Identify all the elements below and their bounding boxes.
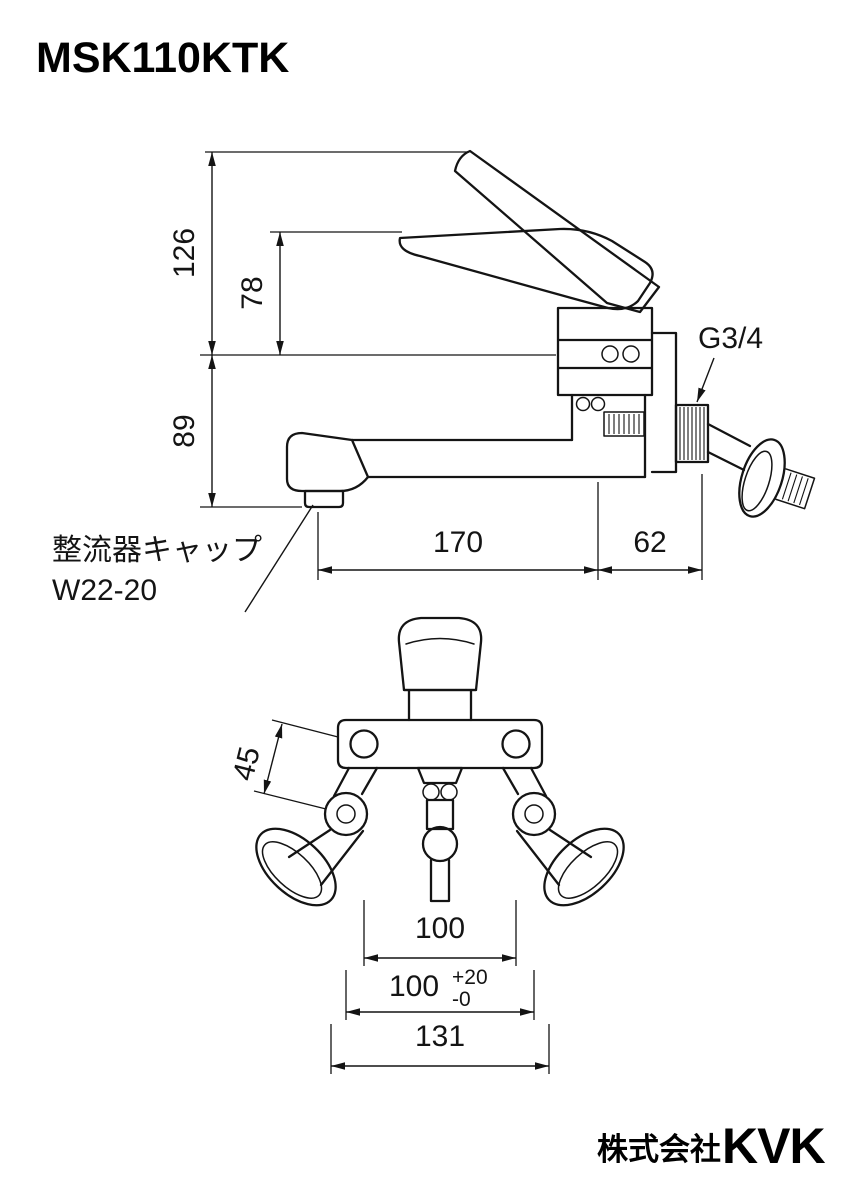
- bottom-view-dimensions: 45 100 100 +20 -0 131: [227, 719, 550, 1074]
- thread-size-label: G3/4: [698, 322, 763, 355]
- swivel-collar: [416, 766, 464, 785]
- bottom-extension-lines: [330, 900, 550, 1074]
- wall-pipe: [706, 422, 752, 472]
- thread-leader-line: [696, 357, 715, 403]
- dim-label-100-base: 100: [389, 970, 439, 1003]
- right-wall-flange-outer: [543, 827, 625, 907]
- spout-tube: [350, 438, 647, 479]
- body-neck: [570, 393, 647, 479]
- brand-text: KVK: [722, 1118, 825, 1174]
- wall-flange-inner: [741, 450, 773, 512]
- center-tube-lower: [429, 858, 451, 903]
- vertical-extension-lines: [200, 151, 556, 508]
- handle-front: [397, 616, 483, 692]
- dim-label-131: 131: [415, 1020, 465, 1053]
- knurl-band-outline: [603, 411, 645, 437]
- left-wall-flange-outer: [255, 827, 337, 907]
- side-view-dimensions: 126 78 89 170 62 G3/4 整流器キャップ W22-20: [52, 151, 763, 613]
- side-view-drawing: [285, 149, 816, 518]
- right-leg-upper: [501, 766, 548, 798]
- company-logo: 株式会社 KVK: [597, 1118, 826, 1174]
- left-wall-flange-inner: [261, 841, 323, 899]
- left-leg-upper: [332, 766, 379, 798]
- dim-label-89: 89: [168, 414, 201, 447]
- left-leg-lower: [287, 828, 365, 887]
- thread-outline: [674, 403, 710, 464]
- dim-label-100-tol-plus: +20: [452, 966, 488, 989]
- wall-nipple-hatch: [781, 472, 809, 506]
- cartridge-body: [556, 306, 654, 397]
- center-tube-upper: [425, 798, 455, 831]
- mount-hole-left: [349, 729, 379, 759]
- aerator-cap-label-line1: 整流器キャップ: [52, 534, 262, 567]
- dim-line-45: [263, 723, 283, 795]
- lever-handle: [398, 227, 654, 311]
- aerator-cap: [303, 489, 345, 509]
- company-prefix-text: 株式会社: [597, 1132, 721, 1167]
- dim-label-100-tol-minus: -0: [452, 988, 471, 1011]
- left-eccentric-outer: [323, 791, 369, 837]
- spout-head: [285, 431, 370, 493]
- right-leg-lower: [515, 828, 593, 887]
- swivel-bead-left: [422, 783, 440, 801]
- handle-neck-front: [402, 688, 478, 722]
- mount-hole-right: [501, 729, 531, 759]
- dim-label-62: 62: [633, 526, 666, 559]
- model-number: MSK110KTK: [36, 34, 289, 82]
- wall-flange-outer: [738, 438, 786, 518]
- dim-label-170: 170: [433, 526, 483, 559]
- body-knob-right: [622, 345, 640, 363]
- left-eccentric-inner: [336, 804, 356, 824]
- right-wall-flange-inner: [557, 841, 619, 899]
- neck-bead-left: [575, 396, 591, 412]
- wall-nipple: [775, 468, 816, 510]
- mounting-bar: [336, 718, 544, 770]
- dim-label-126: 126: [168, 228, 201, 278]
- dim-45-extension-lines: [253, 719, 339, 810]
- aerator-cap-leader-line: [244, 504, 314, 613]
- wall-nipple-outline: [775, 468, 816, 510]
- dim-label-100-top: 100: [415, 912, 465, 945]
- knurl-band-hatch: [608, 414, 640, 434]
- ball-joint: [421, 825, 459, 863]
- dim-label-45: 45: [227, 744, 267, 784]
- bottom-view-drawing: [255, 616, 625, 907]
- right-eccentric-outer: [511, 791, 557, 837]
- aerator-cap-label-line2: W22-20: [52, 574, 157, 607]
- right-eccentric-inner: [524, 804, 544, 824]
- body-knob-left: [601, 345, 619, 363]
- neck-bead-right: [590, 396, 606, 412]
- wall-bracket-plate: [650, 331, 678, 474]
- handle-front-contour: [405, 637, 475, 645]
- swivel-bead-right: [440, 783, 458, 801]
- thread-hatch: [679, 407, 705, 460]
- lever-raised-outline: [453, 149, 661, 314]
- dim-label-78: 78: [236, 276, 269, 309]
